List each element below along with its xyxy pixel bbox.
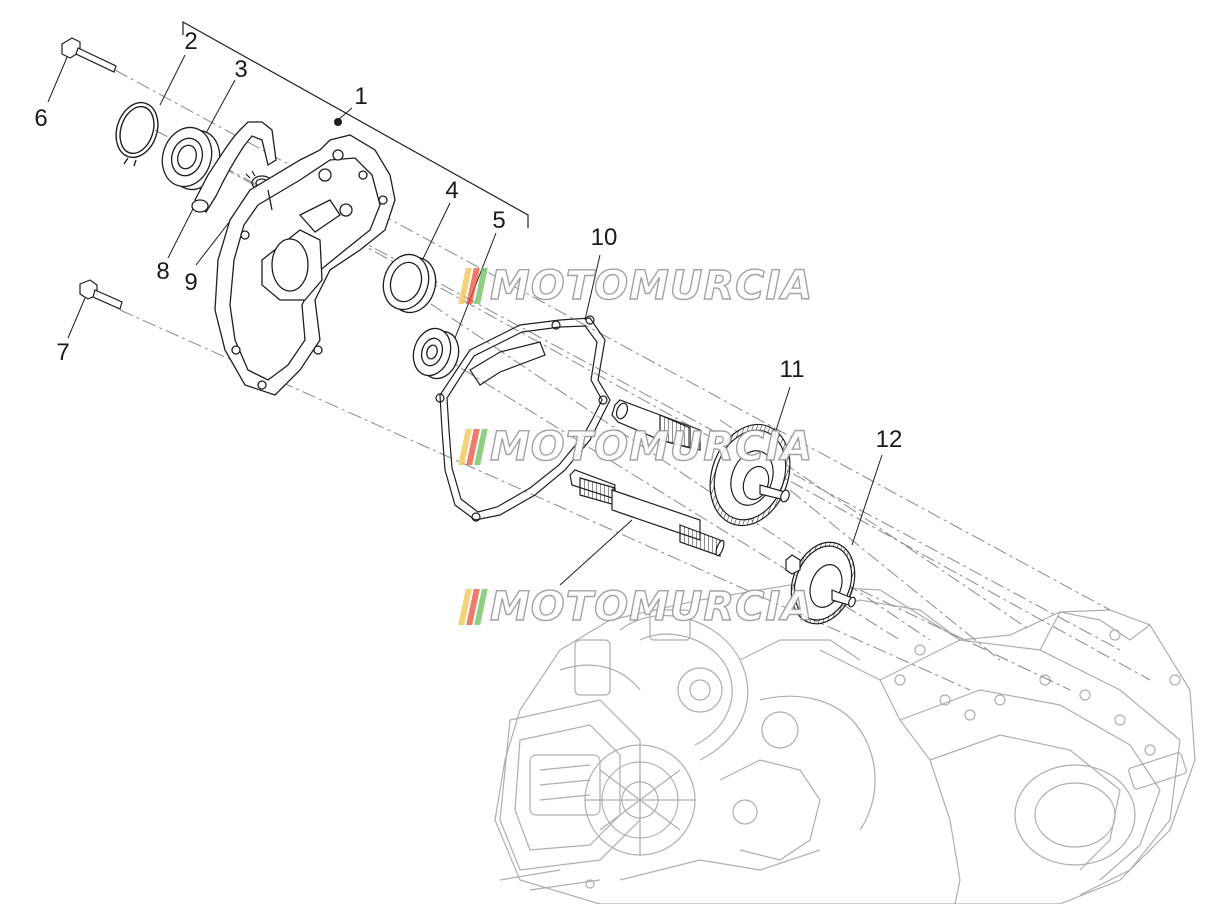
watermark-2: MOTOMURCIA xyxy=(458,423,814,471)
watermark-logo-bars xyxy=(458,268,488,304)
callout-3[interactable]: 3 xyxy=(234,56,248,83)
callout-6[interactable]: 6 xyxy=(34,105,48,132)
kit-dot xyxy=(334,118,342,126)
watermark-logo-bars xyxy=(458,589,488,625)
watermark-text: MOTOMURCIA xyxy=(489,262,814,309)
part-primary-shaft xyxy=(569,469,725,557)
callout-11[interactable]: 11 xyxy=(779,356,805,383)
watermark-text: MOTOMURCIA xyxy=(489,423,814,470)
callout-2[interactable]: 2 xyxy=(184,28,198,55)
callout-1[interactable]: 1 xyxy=(354,83,368,110)
part-12-gear xyxy=(785,541,856,625)
kit-bracket xyxy=(182,20,529,228)
part-7-bolt xyxy=(79,279,123,310)
part-5-bearing xyxy=(412,327,460,380)
callout-5[interactable]: 5 xyxy=(492,207,506,234)
engine-assembly xyxy=(494,584,1196,904)
callout-8[interactable]: 8 xyxy=(156,258,170,285)
callout-12[interactable]: 12 xyxy=(875,426,903,453)
part-6-bolt xyxy=(61,37,117,73)
watermark-logo-bars xyxy=(458,429,488,465)
part-11-gear-shaft xyxy=(611,399,791,527)
watermark-1: MOTOMURCIA xyxy=(458,262,814,310)
part-3-bearing xyxy=(161,126,221,191)
part-1-cover xyxy=(214,134,396,396)
watermark-3: MOTOMURCIA xyxy=(458,583,814,631)
part-10-gasket xyxy=(435,315,611,522)
watermark-text: MOTOMURCIA xyxy=(489,583,814,630)
callout-10[interactable]: 10 xyxy=(590,224,618,251)
part-8-pipe xyxy=(191,121,277,214)
callout-9[interactable]: 9 xyxy=(184,269,198,296)
part-2-circlip xyxy=(115,101,159,167)
part-4-oil-seal xyxy=(382,253,437,314)
callout-7[interactable]: 7 xyxy=(56,339,70,366)
callout-4[interactable]: 4 xyxy=(445,177,459,204)
